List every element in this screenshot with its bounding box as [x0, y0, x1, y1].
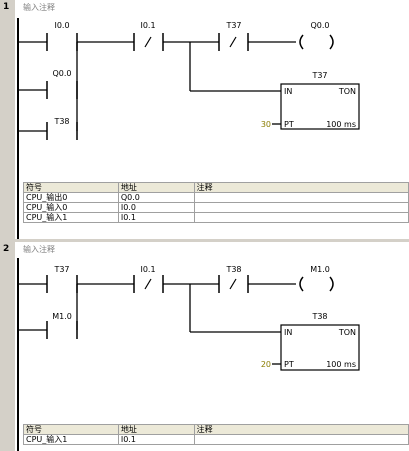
symbol-table: 符号 地址 注释 CPU_输出0 Q0.0 CPU_输入0 I0.0 CPU_输… — [23, 182, 409, 223]
timer-unit: 100 ms — [326, 120, 356, 129]
address-cell: I0.1 — [117, 212, 195, 223]
symbol-cell: CPU_输入1 — [23, 212, 119, 223]
address-cell: Q0.0 — [117, 192, 195, 203]
symbol-cell: CPU_输入1 — [23, 434, 119, 445]
col-symbol: 符号 — [23, 424, 119, 435]
coil-label: Q0.0 — [310, 21, 329, 30]
contact-q00[interactable]: Q0.0 — [46, 69, 78, 99]
coil-label: M1.0 — [310, 265, 330, 274]
contact-i00[interactable]: I0.0 — [46, 21, 78, 51]
contact-t37[interactable]: T37 — [46, 265, 78, 293]
contact-label: I0.1 — [140, 21, 155, 30]
symbol-table: 符号 地址 注释 CPU_输入1 I0.1 — [23, 424, 409, 445]
symbol-cell: CPU_输出0 — [23, 192, 119, 203]
comment-cell — [193, 212, 409, 223]
timer-preset-value: 30 — [261, 120, 271, 129]
network-2-gutter[interactable] — [0, 242, 15, 451]
contact-t38[interactable]: T38 — [218, 265, 249, 293]
ladder-diagram: I0.0 I0.1 T37 Q0.0 Q0.0 — [19, 21, 360, 140]
timer-name: T38 — [311, 312, 327, 321]
network-1-gutter[interactable] — [0, 0, 15, 239]
symbol-table-header: 符号 地址 注释 — [23, 182, 409, 193]
timer-pt-label: PT — [284, 360, 294, 369]
contact-label: M1.0 — [52, 312, 72, 321]
timer-unit: 100 ms — [326, 360, 356, 369]
symbol-table-header: 符号 地址 注释 — [23, 424, 409, 435]
network-comment[interactable]: 输入注释 — [23, 3, 55, 12]
table-row[interactable]: CPU_输入0 I0.0 — [23, 202, 409, 213]
comment-cell — [193, 434, 409, 445]
contact-label: T38 — [225, 265, 241, 274]
coil-q00[interactable]: Q0.0 — [299, 21, 334, 50]
timer-pt-label: PT — [284, 120, 294, 129]
network-separator — [0, 239, 409, 242]
contact-m10[interactable]: M1.0 — [46, 312, 78, 339]
timer-t37[interactable]: T37 IN TON PT 100 ms 30 — [261, 71, 360, 130]
timer-preset-value: 20 — [261, 360, 271, 369]
contact-label: T37 — [225, 21, 241, 30]
col-address: 地址 — [117, 182, 195, 193]
table-row[interactable]: CPU_输入1 I0.1 — [23, 434, 409, 445]
power-rail — [17, 258, 19, 451]
table-row[interactable]: CPU_输出0 Q0.0 — [23, 192, 409, 203]
col-address: 地址 — [117, 424, 195, 435]
timer-type: TON — [338, 87, 356, 96]
contact-label: I0.0 — [54, 21, 69, 30]
comment-cell — [193, 192, 409, 203]
contact-t37[interactable]: T37 — [218, 21, 249, 51]
contact-t38[interactable]: T38 — [46, 117, 78, 140]
table-row[interactable]: CPU_输入1 I0.1 — [23, 212, 409, 223]
timer-type: TON — [338, 328, 356, 337]
address-cell: I0.0 — [117, 202, 195, 213]
network-2: 2 输入注释 T37 I0.1 T3 — [0, 242, 409, 451]
address-cell: I0.1 — [117, 434, 195, 445]
network-comment[interactable]: 输入注释 — [23, 245, 55, 254]
timer-in-label: IN — [284, 87, 292, 96]
col-symbol: 符号 — [23, 182, 119, 193]
comment-cell — [193, 202, 409, 213]
network-1: 1 输入注释 I0.0 I0.1 — [0, 0, 409, 239]
col-comment: 注释 — [193, 424, 409, 435]
contact-label: I0.1 — [140, 265, 155, 274]
col-comment: 注释 — [193, 182, 409, 193]
contact-label: T37 — [53, 265, 69, 274]
network-number: 2 — [3, 244, 10, 254]
contact-label: T38 — [53, 117, 69, 126]
contact-i01[interactable]: I0.1 — [133, 265, 164, 293]
timer-t38[interactable]: T38 IN TON PT 100 ms 20 — [261, 312, 360, 371]
coil-m10[interactable]: M1.0 — [299, 265, 334, 292]
timer-in-label: IN — [284, 328, 292, 337]
contact-label: Q0.0 — [52, 69, 71, 78]
contact-i01[interactable]: I0.1 — [133, 21, 164, 51]
timer-name: T37 — [311, 71, 327, 80]
power-rail — [17, 18, 19, 239]
symbol-cell: CPU_输入0 — [23, 202, 119, 213]
network-number: 1 — [3, 2, 10, 12]
ladder-diagram: T37 I0.1 T38 M1.0 M1.0 T38 IN T — [19, 265, 360, 371]
